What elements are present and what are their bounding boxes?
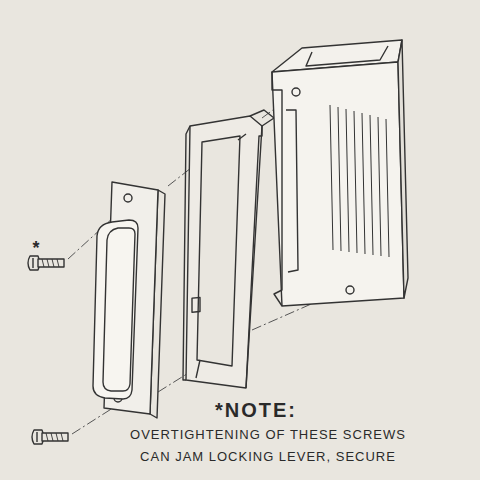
connector-hood — [272, 40, 408, 306]
vent-slot — [338, 107, 341, 251]
note-text: CAN JAM LOCKING LEVER, SECURE — [140, 449, 396, 465]
vent-slot — [354, 111, 357, 253]
note-text: OVERTIGHTENING OF THESE SCREWS — [130, 427, 406, 443]
vent-slot — [330, 105, 333, 250]
screw-top — [28, 256, 64, 270]
asterisk-mark: * — [32, 238, 39, 260]
locking-frame — [183, 110, 274, 388]
d-sub-connector — [93, 182, 165, 418]
vent-slot — [378, 117, 381, 256]
vent-slot — [370, 115, 373, 255]
vent-slot — [386, 119, 389, 257]
note-heading: *NOTE: — [215, 398, 297, 422]
vent-slot — [346, 109, 349, 252]
vent-slot — [362, 113, 365, 254]
screw-bottom — [32, 430, 68, 444]
